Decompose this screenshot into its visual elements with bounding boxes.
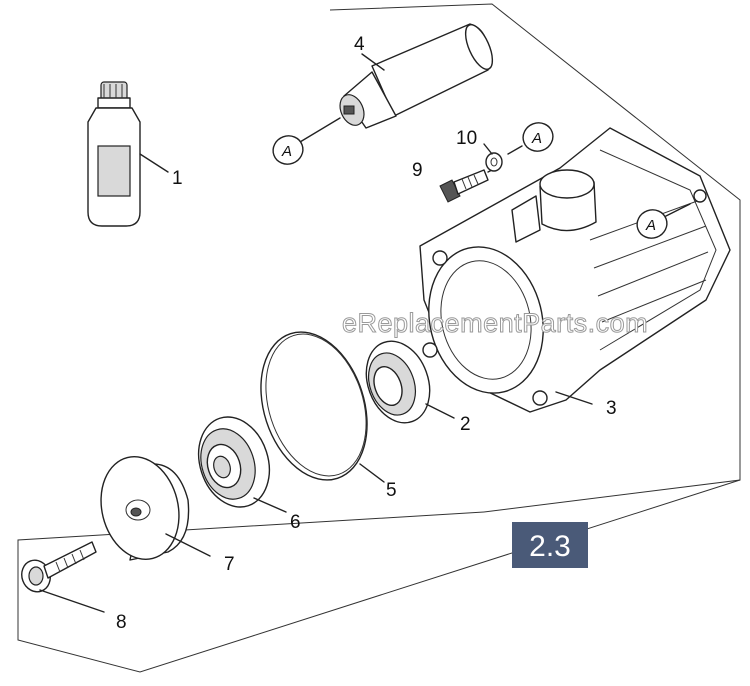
callout-3: 3 [606, 398, 617, 419]
reference-marker-a-2-label: A [531, 130, 542, 147]
callout-9: 9 [412, 160, 423, 181]
section-badge-box [512, 522, 588, 568]
part-8-screw-with-washer [21, 541, 105, 613]
callout-5: 5 [386, 480, 397, 501]
part-3-pump-housing [419, 127, 731, 413]
reference-marker-a-1: A [272, 135, 304, 165]
section-badge-label: 2.3 [529, 530, 571, 563]
callout-labels: 1 2 3 4 5 6 7 8 9 10 [116, 34, 617, 633]
reference-marker-a-1-label: A [281, 143, 292, 160]
callout-4: 4 [354, 34, 365, 55]
callout-8: 8 [116, 612, 127, 633]
part-1-oil-bottle [87, 81, 169, 227]
part-2-shaft-seal [365, 340, 455, 424]
watermark-text: eReplacementParts.com [342, 308, 648, 338]
callout-7: 7 [224, 554, 235, 575]
callout-10: 10 [456, 128, 477, 149]
part-4-piston-sleeve [299, 23, 494, 143]
part-6-ball-bearing [197, 416, 287, 513]
part-10-washer [483, 143, 503, 172]
part-9-screw [439, 165, 501, 203]
reference-marker-a-3: A [636, 203, 691, 239]
part-5-o-ring [260, 331, 385, 483]
callout-2: 2 [460, 414, 471, 435]
reference-marker-a-2: A [507, 122, 554, 155]
callout-1: 1 [172, 168, 183, 189]
part-7-bearing-cover [100, 456, 211, 561]
reference-marker-a-3-label: A [645, 217, 656, 234]
callout-6: 6 [290, 512, 301, 533]
section-badge: 2.3 [512, 522, 588, 568]
